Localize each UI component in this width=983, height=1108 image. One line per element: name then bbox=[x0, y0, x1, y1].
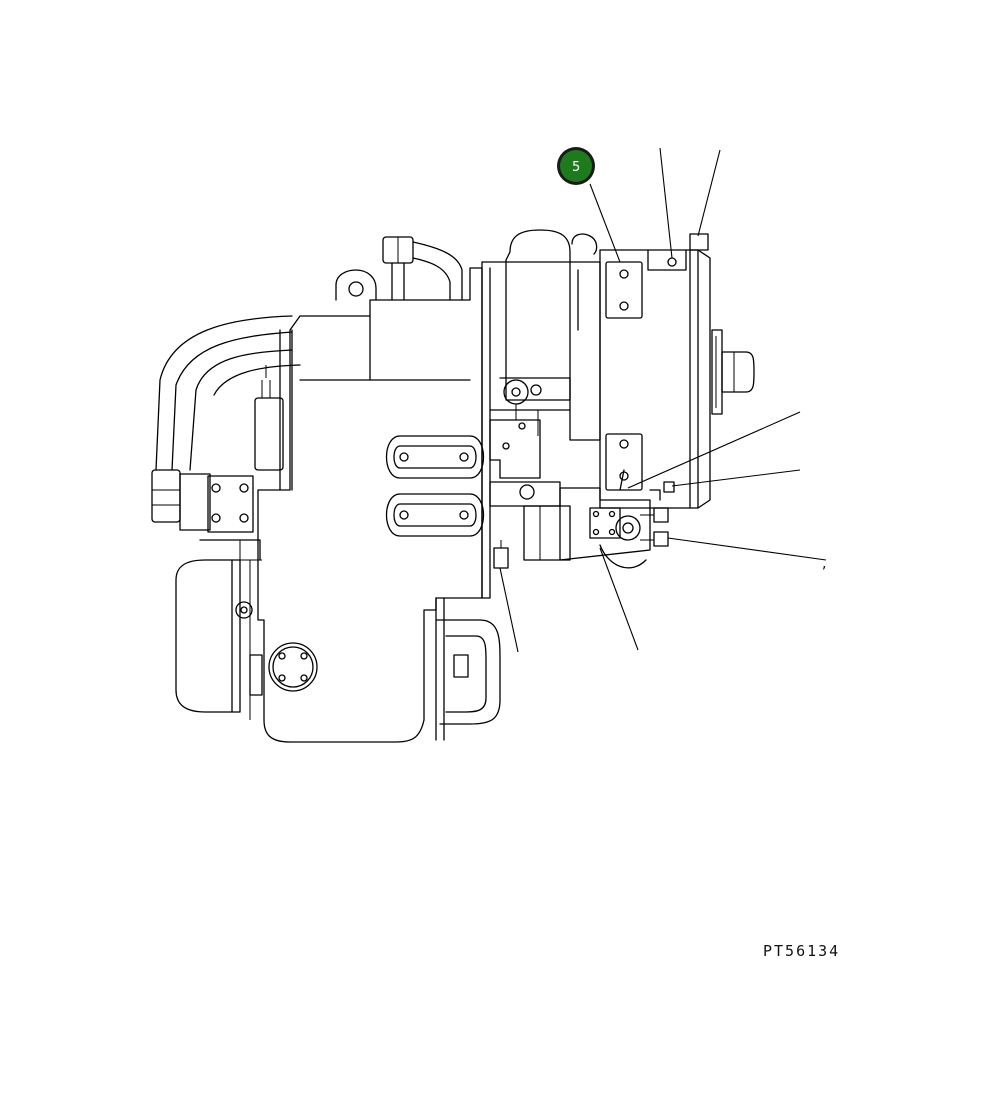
leader-lines bbox=[499, 147, 827, 653]
leader-line-callout-5 bbox=[589, 183, 621, 263]
callout-5-circle bbox=[560, 150, 592, 182]
hose-loop-left bbox=[155, 315, 301, 471]
callout-5[interactable]: 5 bbox=[557, 147, 595, 185]
callout-5-label: 5 bbox=[572, 160, 580, 175]
left-fitting-block bbox=[151, 469, 254, 533]
leader-line-top-2 bbox=[697, 149, 721, 237]
lower-left-canister bbox=[175, 539, 262, 713]
leader-line-bottom-1 bbox=[499, 567, 519, 653]
leader-line-top-1 bbox=[659, 147, 673, 259]
lower-control-box bbox=[489, 419, 571, 569]
actuator-assembly bbox=[559, 469, 675, 569]
bottom-cover-plate bbox=[249, 642, 318, 696]
leader-line-right-1 bbox=[627, 411, 801, 489]
central-bulkhead bbox=[481, 229, 601, 599]
leader-line-right-3 bbox=[667, 537, 827, 561]
leader-line-bottom-2 bbox=[599, 547, 639, 651]
slotted-brackets bbox=[386, 435, 484, 537]
leader-line-right-2 bbox=[671, 469, 801, 487]
stray-comma-mark: , bbox=[822, 556, 827, 572]
lower-u-pipe bbox=[435, 597, 501, 741]
drawing-number: PT56134 bbox=[763, 942, 841, 960]
main-housing bbox=[249, 236, 483, 743]
